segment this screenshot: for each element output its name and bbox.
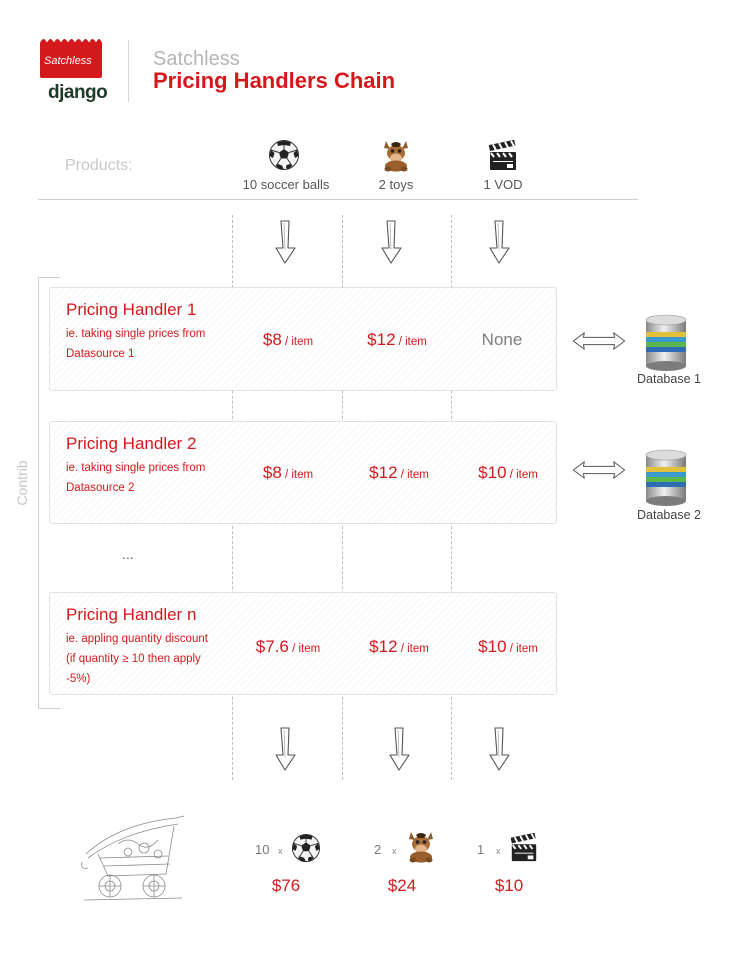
down-arrow-icon: [488, 220, 512, 264]
result-total: $24: [387, 876, 417, 895]
awning-icon: Satchless: [40, 39, 102, 78]
price-vod: $10 / item: [478, 463, 538, 482]
logo-satchless-text: Satchless: [44, 55, 92, 67]
result-total: $10: [494, 876, 524, 895]
handler-description: ie. taking single prices from Datasource…: [66, 462, 206, 494]
result-times: x: [278, 846, 283, 856]
clapperboard-icon: [487, 140, 519, 172]
price-toys: $12 / item: [367, 330, 427, 349]
down-arrow-icon: [488, 727, 512, 771]
pricing-handler-1: Pricing Handler 1 ie. taking single pric…: [49, 287, 557, 391]
price-vod: $10 / item: [478, 637, 538, 656]
soccer-ball-icon: [268, 139, 300, 171]
down-arrow-icon: [380, 220, 404, 264]
ellipsis: ...: [122, 546, 134, 562]
price-vod: None: [481, 330, 523, 349]
soccer-ball-icon: [291, 833, 321, 863]
handler-title: Pricing Handler 2: [66, 434, 197, 453]
toy-horse-icon: [379, 138, 413, 172]
result-times: x: [392, 846, 397, 856]
database-label: Database 2: [637, 508, 701, 522]
result-quantity: 2: [374, 842, 382, 857]
price-soccer-balls: $8 / item: [262, 463, 314, 482]
product-name: 2 toys: [378, 177, 414, 192]
bidirectional-arrow-icon: [571, 330, 627, 352]
price-soccer-balls: $8 / item: [262, 330, 314, 349]
result-times: x: [496, 846, 501, 856]
bidirectional-arrow-icon: [571, 459, 627, 481]
clapperboard-icon: [509, 833, 539, 863]
contrib-label: Contrib: [14, 460, 30, 506]
price-soccer-balls: $7.6 / item: [255, 637, 321, 656]
handler-title: Pricing Handler n: [66, 605, 197, 624]
pricing-handler-2: Pricing Handler 2 ie. taking single pric…: [49, 421, 557, 524]
database-icon: [642, 312, 690, 372]
page-title: Pricing Handlers Chain: [153, 68, 396, 93]
down-arrow-icon: [388, 727, 412, 771]
database-label: Database 1: [637, 372, 701, 386]
pricing-handler-n: Pricing Handler n ie. appling quantity d…: [49, 592, 557, 695]
handler-description: ie. taking single prices from Datasource…: [66, 328, 206, 360]
result-quantity: 1: [477, 842, 485, 857]
result-total: $76: [271, 876, 301, 895]
down-arrow-icon: [274, 220, 298, 264]
handler-title: Pricing Handler 1: [66, 300, 197, 319]
handler-description: ie. appling quantity discount (if quanti…: [66, 633, 208, 685]
contrib-bracket: [38, 277, 60, 709]
price-toys: $12 / item: [369, 463, 429, 482]
toy-horse-icon: [404, 829, 438, 863]
database-icon: [642, 447, 690, 507]
satchless-django-logo: Satchless django: [40, 39, 112, 104]
price-toys: $12 / item: [369, 637, 429, 656]
result-quantity: 10: [255, 842, 270, 857]
product-name: 10 soccer balls: [242, 177, 330, 192]
header-divider: [128, 40, 129, 102]
down-arrow-icon: [274, 727, 298, 771]
products-label: Products:: [65, 157, 133, 174]
shopping-cart-sketch-icon: [81, 815, 185, 901]
page-subtitle: Satchless: [153, 48, 240, 70]
header-rule: [38, 199, 638, 200]
product-name: 1 VOD: [483, 177, 523, 192]
logo-django-text: django: [48, 82, 108, 103]
